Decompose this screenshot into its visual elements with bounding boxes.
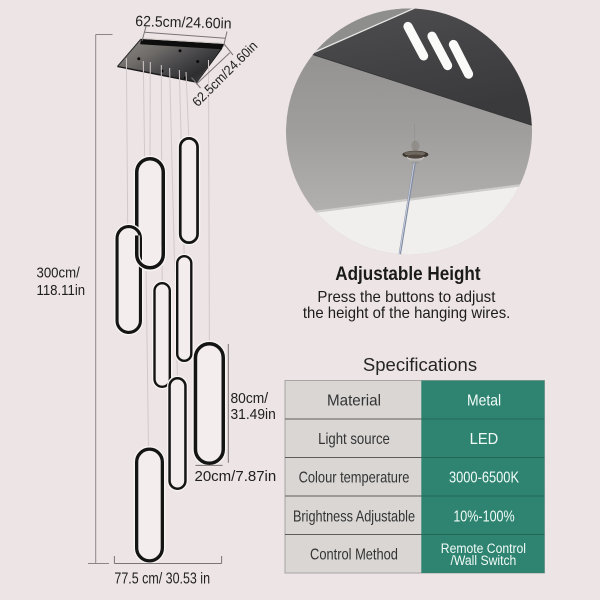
svg-text:Material: Material — [327, 392, 381, 409]
svg-text:3000-6500K: 3000-6500K — [449, 469, 520, 486]
svg-text:62.5cm/24.60in: 62.5cm/24.60in — [135, 14, 232, 33]
svg-text:Press the buttons to adjust: Press the buttons to adjust — [317, 289, 496, 307]
svg-text:Remote Control: Remote Control — [441, 540, 526, 556]
svg-text:80cm/: 80cm/ — [231, 391, 269, 408]
svg-text:10%-100%: 10%-100% — [453, 507, 515, 525]
svg-text:Control Method: Control Method — [310, 546, 398, 563]
svg-text:Light source: Light source — [318, 431, 390, 448]
svg-text:Adjustable Height: Adjustable Height — [335, 263, 480, 284]
svg-text:77.5 cm/ 30.53 in: 77.5 cm/ 30.53 in — [114, 570, 210, 588]
svg-text:118.11in: 118.11in — [37, 281, 86, 298]
svg-text:LED: LED — [470, 430, 499, 447]
svg-text:/Wall Switch: /Wall Switch — [450, 552, 516, 568]
svg-text:the height of the hanging wire: the height of the hanging wires. — [303, 305, 510, 323]
svg-text:20cm/7.87in: 20cm/7.87in — [195, 468, 277, 485]
svg-text:Metal: Metal — [467, 393, 501, 410]
svg-text:Brightness Adjustable: Brightness Adjustable — [293, 508, 415, 525]
svg-text:300cm/: 300cm/ — [37, 264, 80, 281]
svg-text:Specifications: Specifications — [363, 354, 477, 375]
svg-text:31.49in: 31.49in — [231, 406, 276, 423]
svg-text:Colour temperature: Colour temperature — [299, 469, 410, 486]
